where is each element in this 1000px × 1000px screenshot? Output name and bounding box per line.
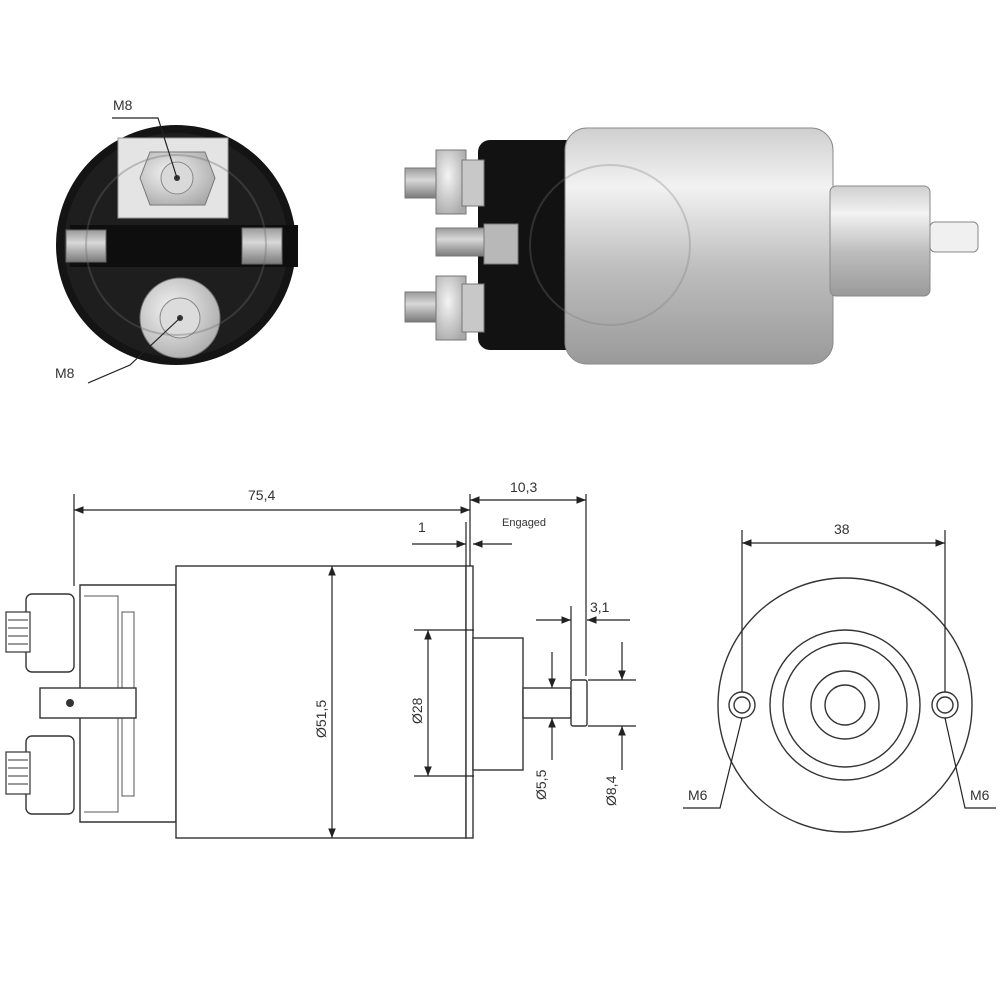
- top-stud: [404, 149, 485, 215]
- dim-body-diameter: Ø51,5: [313, 700, 329, 738]
- drawing-end-view: 38 M6 M6: [683, 521, 996, 833]
- dim-nose-diameter: Ø28: [409, 697, 425, 724]
- label-m6-left: M6: [688, 787, 708, 803]
- dim-tip-length: 3,1: [590, 599, 610, 615]
- dim-shaft-diameter: Ø5,5: [533, 769, 549, 800]
- label-m6-right: M6: [970, 787, 990, 803]
- photo-end-view: M8 M8: [55, 97, 298, 384]
- drawing-side-view: 75,4 10,3 Engaged 1 Ø51,5 Ø28 3,1 Ø5,5 Ø…: [5, 479, 636, 839]
- label-m8-top: M8: [113, 97, 133, 113]
- dim-tip-diameter: Ø8,4: [603, 775, 619, 806]
- bottom-stud: [404, 275, 485, 341]
- dim-overall-length: 75,4: [248, 487, 275, 503]
- dim-plunger-travel: 10,3: [510, 479, 537, 495]
- dim-hole-spacing: 38: [834, 521, 850, 537]
- label-m8-bottom: M8: [55, 365, 75, 381]
- label-engaged: Engaged: [502, 517, 546, 529]
- spade-terminal: [435, 223, 519, 265]
- photo-side-view: [404, 127, 979, 365]
- dim-flange-thickness: 1: [418, 519, 426, 535]
- mount-hole-right: [931, 691, 959, 719]
- mount-hole-left: [728, 691, 756, 719]
